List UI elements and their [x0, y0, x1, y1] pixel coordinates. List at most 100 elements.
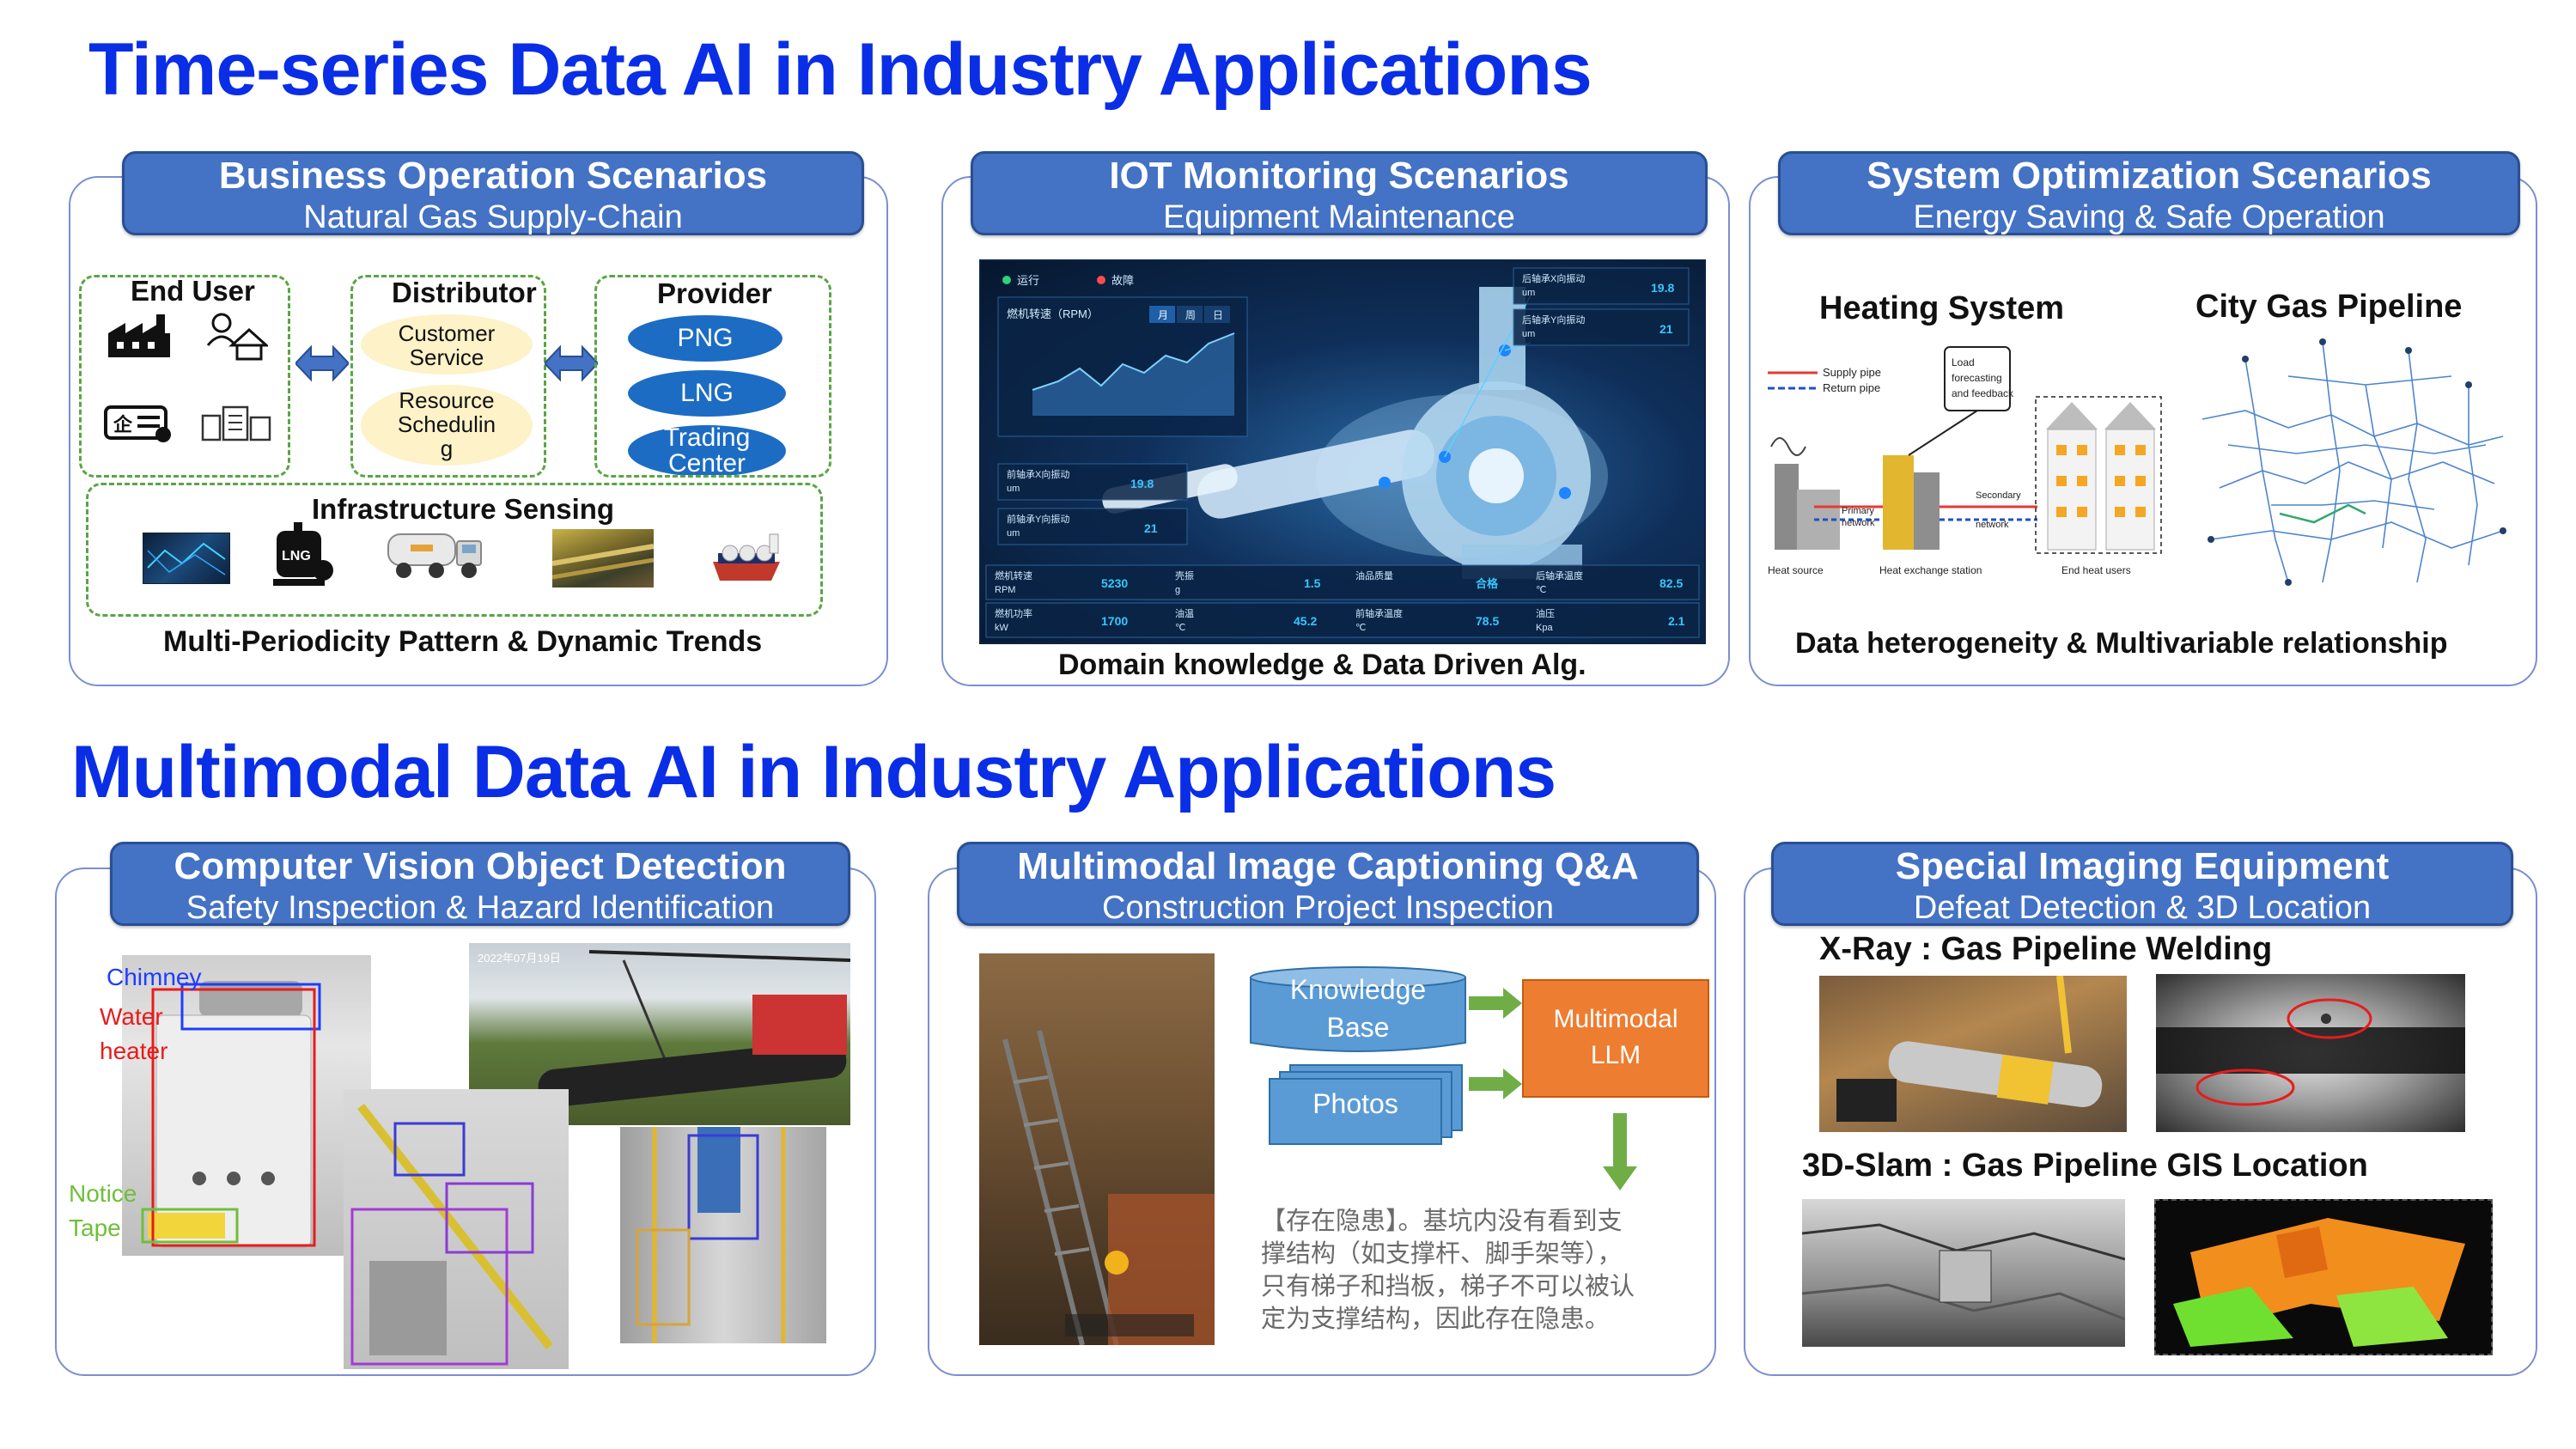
resource-scheduling-label: Resource Schedulin g	[397, 387, 496, 461]
heating-system-label: Heating System	[1819, 290, 2065, 326]
water-heater-photo	[122, 955, 371, 1256]
tag-notice-tape: Notice Tape	[69, 1180, 137, 1241]
svg-text:5230: 5230	[1101, 576, 1128, 590]
slam-label: 3D-Slam : Gas Pipeline GIS Location	[1802, 1148, 2368, 1184]
caption-iot: Domain knowledge & Data Driven Alg.	[1058, 648, 1586, 681]
heat-source-label: Heat source	[1768, 564, 1824, 576]
header-business-title: Business Operation Scenarios	[218, 155, 768, 197]
load-box-line1: Load	[1952, 356, 1975, 368]
svg-text:2.1: 2.1	[1668, 614, 1685, 628]
lng-tank-icon: LNG	[273, 522, 333, 586]
distributor-label: Distributor	[392, 277, 537, 308]
infrastructure-box	[86, 483, 823, 617]
header-captioning: Multimodal Image Captioning Q&A Construc…	[957, 842, 1699, 926]
title-multimodal: Multimodal Data AI in Industry Applicati…	[71, 731, 1556, 813]
svg-text:19.8: 19.8	[1130, 477, 1154, 490]
photo-stamp: 2022年07月19日	[478, 952, 561, 965]
svg-text:前轴承温度: 前轴承温度	[1355, 607, 1403, 619]
header-system-subtitle: Energy Saving & Safe Operation	[1913, 199, 2385, 235]
svg-text:network: network	[1842, 518, 1875, 528]
svg-text:周: 周	[1185, 309, 1196, 321]
end-users-label: End heat users	[2061, 564, 2131, 576]
svg-text:um: um	[1007, 484, 1020, 494]
arrow-right-icon-2	[1469, 1068, 1522, 1099]
double-arrow-icon	[295, 344, 349, 382]
infra-map-image	[143, 533, 230, 584]
header-system-title: System Optimization Scenarios	[1867, 155, 2432, 197]
iot-chart-title: 燃机转速（RPM）	[1007, 307, 1099, 320]
corridor-photo	[620, 1127, 826, 1343]
arrow-right-icon	[1469, 988, 1522, 1019]
iot-tag-fault: 故障	[1111, 274, 1134, 287]
city-gas-pipeline-map	[2201, 338, 2506, 586]
svg-text:油品质量: 油品质量	[1355, 569, 1393, 581]
provider-item-png: PNG	[628, 315, 783, 362]
svg-text:1.5: 1.5	[1304, 576, 1321, 590]
svg-text:燃机转速: 燃机转速	[995, 569, 1032, 581]
multimodal-llm-label: Multimodal LLM	[1553, 1005, 1678, 1069]
factory-icon	[108, 314, 170, 357]
enterprise-icon: 企	[104, 405, 171, 442]
svg-text:78.5: 78.5	[1476, 614, 1499, 628]
provider-box: Provider PNG LNG Trading Center	[594, 275, 831, 478]
load-box-line2: forecasting	[1952, 372, 2002, 384]
header-business: Business Operation Scenarios Natural Gas…	[122, 151, 864, 235]
svg-text:kW: kW	[995, 623, 1009, 633]
provider-item-trading: Trading Center	[628, 425, 786, 475]
svg-text:1700: 1700	[1101, 614, 1128, 628]
primary-network-label: Primary	[1842, 506, 1874, 516]
svg-text:合格: 合格	[1476, 577, 1499, 590]
caption-business: Multi-Periodicity Pattern & Dynamic Tren…	[163, 625, 763, 658]
header-cv-subtitle: Safety Inspection & Hazard Identificatio…	[186, 890, 775, 926]
xray-photo	[2156, 974, 2465, 1132]
svg-text:前轴承Y向振动: 前轴承Y向振动	[1007, 513, 1069, 525]
qa-answer-text: 【存在隐患】。基坑内没有看到支 撑结构（如支撑杆、脚手架等）， 只有梯子和挡板，…	[1261, 1206, 1635, 1333]
xray-label: X-Ray : Gas Pipeline Welding	[1819, 931, 2273, 967]
lng-tank-label: LNG	[282, 549, 311, 563]
lng-ship-icon	[713, 533, 780, 581]
end-user-box	[79, 275, 290, 478]
secondary-network-label: Secondary	[1976, 490, 2021, 501]
svg-text:network: network	[1976, 520, 2009, 530]
svg-text:um: um	[1522, 329, 1535, 339]
buildings-icon	[201, 405, 271, 441]
svg-text:月: 月	[1158, 309, 1168, 321]
knowledge-base-cylinder	[1250, 966, 1466, 1052]
svg-text:后轴承X向振动: 后轴承X向振动	[1522, 272, 1585, 284]
header-business-subtitle: Natural Gas Supply-Chain	[303, 199, 683, 235]
svg-text:21: 21	[1659, 322, 1673, 336]
header-captioning-subtitle: Construction Project Inspection	[1102, 890, 1554, 926]
resource-scheduling-bubble: Resource Schedulin g	[361, 385, 533, 466]
heat-exchange-label: Heat exchange station	[1879, 564, 1982, 576]
svg-text:19.8: 19.8	[1651, 281, 1674, 295]
svg-text:后轴承Y向振动: 后轴承Y向振动	[1522, 314, 1585, 326]
svg-text:后轴承温度: 后轴承温度	[1536, 569, 1583, 581]
svg-text:℃: ℃	[1175, 623, 1185, 633]
caption-system: Data heterogeneity & Multivariable relat…	[1795, 627, 2448, 660]
excavation-photo	[979, 953, 1215, 1345]
iot-tag-run: 运行	[1017, 274, 1039, 287]
load-box-line3: and feedback	[1952, 387, 2014, 399]
provider-item-lng: LNG	[628, 370, 786, 417]
header-cv-title: Computer Vision Object Detection	[174, 845, 787, 887]
welding-photo	[1819, 976, 2127, 1132]
end-user-label: End User	[131, 275, 255, 307]
photos-stack	[1269, 1064, 1463, 1145]
svg-text:油温: 油温	[1175, 607, 1194, 619]
slam-pointcloud-gray	[1802, 1199, 2125, 1347]
svg-text:壳振: 壳振	[1175, 569, 1194, 581]
header-iot: IOT Monitoring Scenarios Equipment Maint…	[971, 151, 1708, 235]
svg-text:Supply pipe: Supply pipe	[1823, 366, 1881, 379]
svg-text:g: g	[1175, 585, 1180, 595]
header-special: Special Imaging Equipment Defeat Detecti…	[1771, 842, 2513, 926]
svg-text:45.2: 45.2	[1294, 614, 1317, 628]
heating-system-diagram: Supply pipe Return pipe Load forecasting…	[1768, 346, 2162, 576]
home-user-icon	[206, 313, 268, 361]
svg-text:燃机功率: 燃机功率	[995, 607, 1032, 619]
lng-truck-icon	[387, 533, 482, 578]
header-system: System Optimization Scenarios Energy Sav…	[1778, 151, 2520, 235]
header-iot-subtitle: Equipment Maintenance	[1163, 199, 1515, 235]
